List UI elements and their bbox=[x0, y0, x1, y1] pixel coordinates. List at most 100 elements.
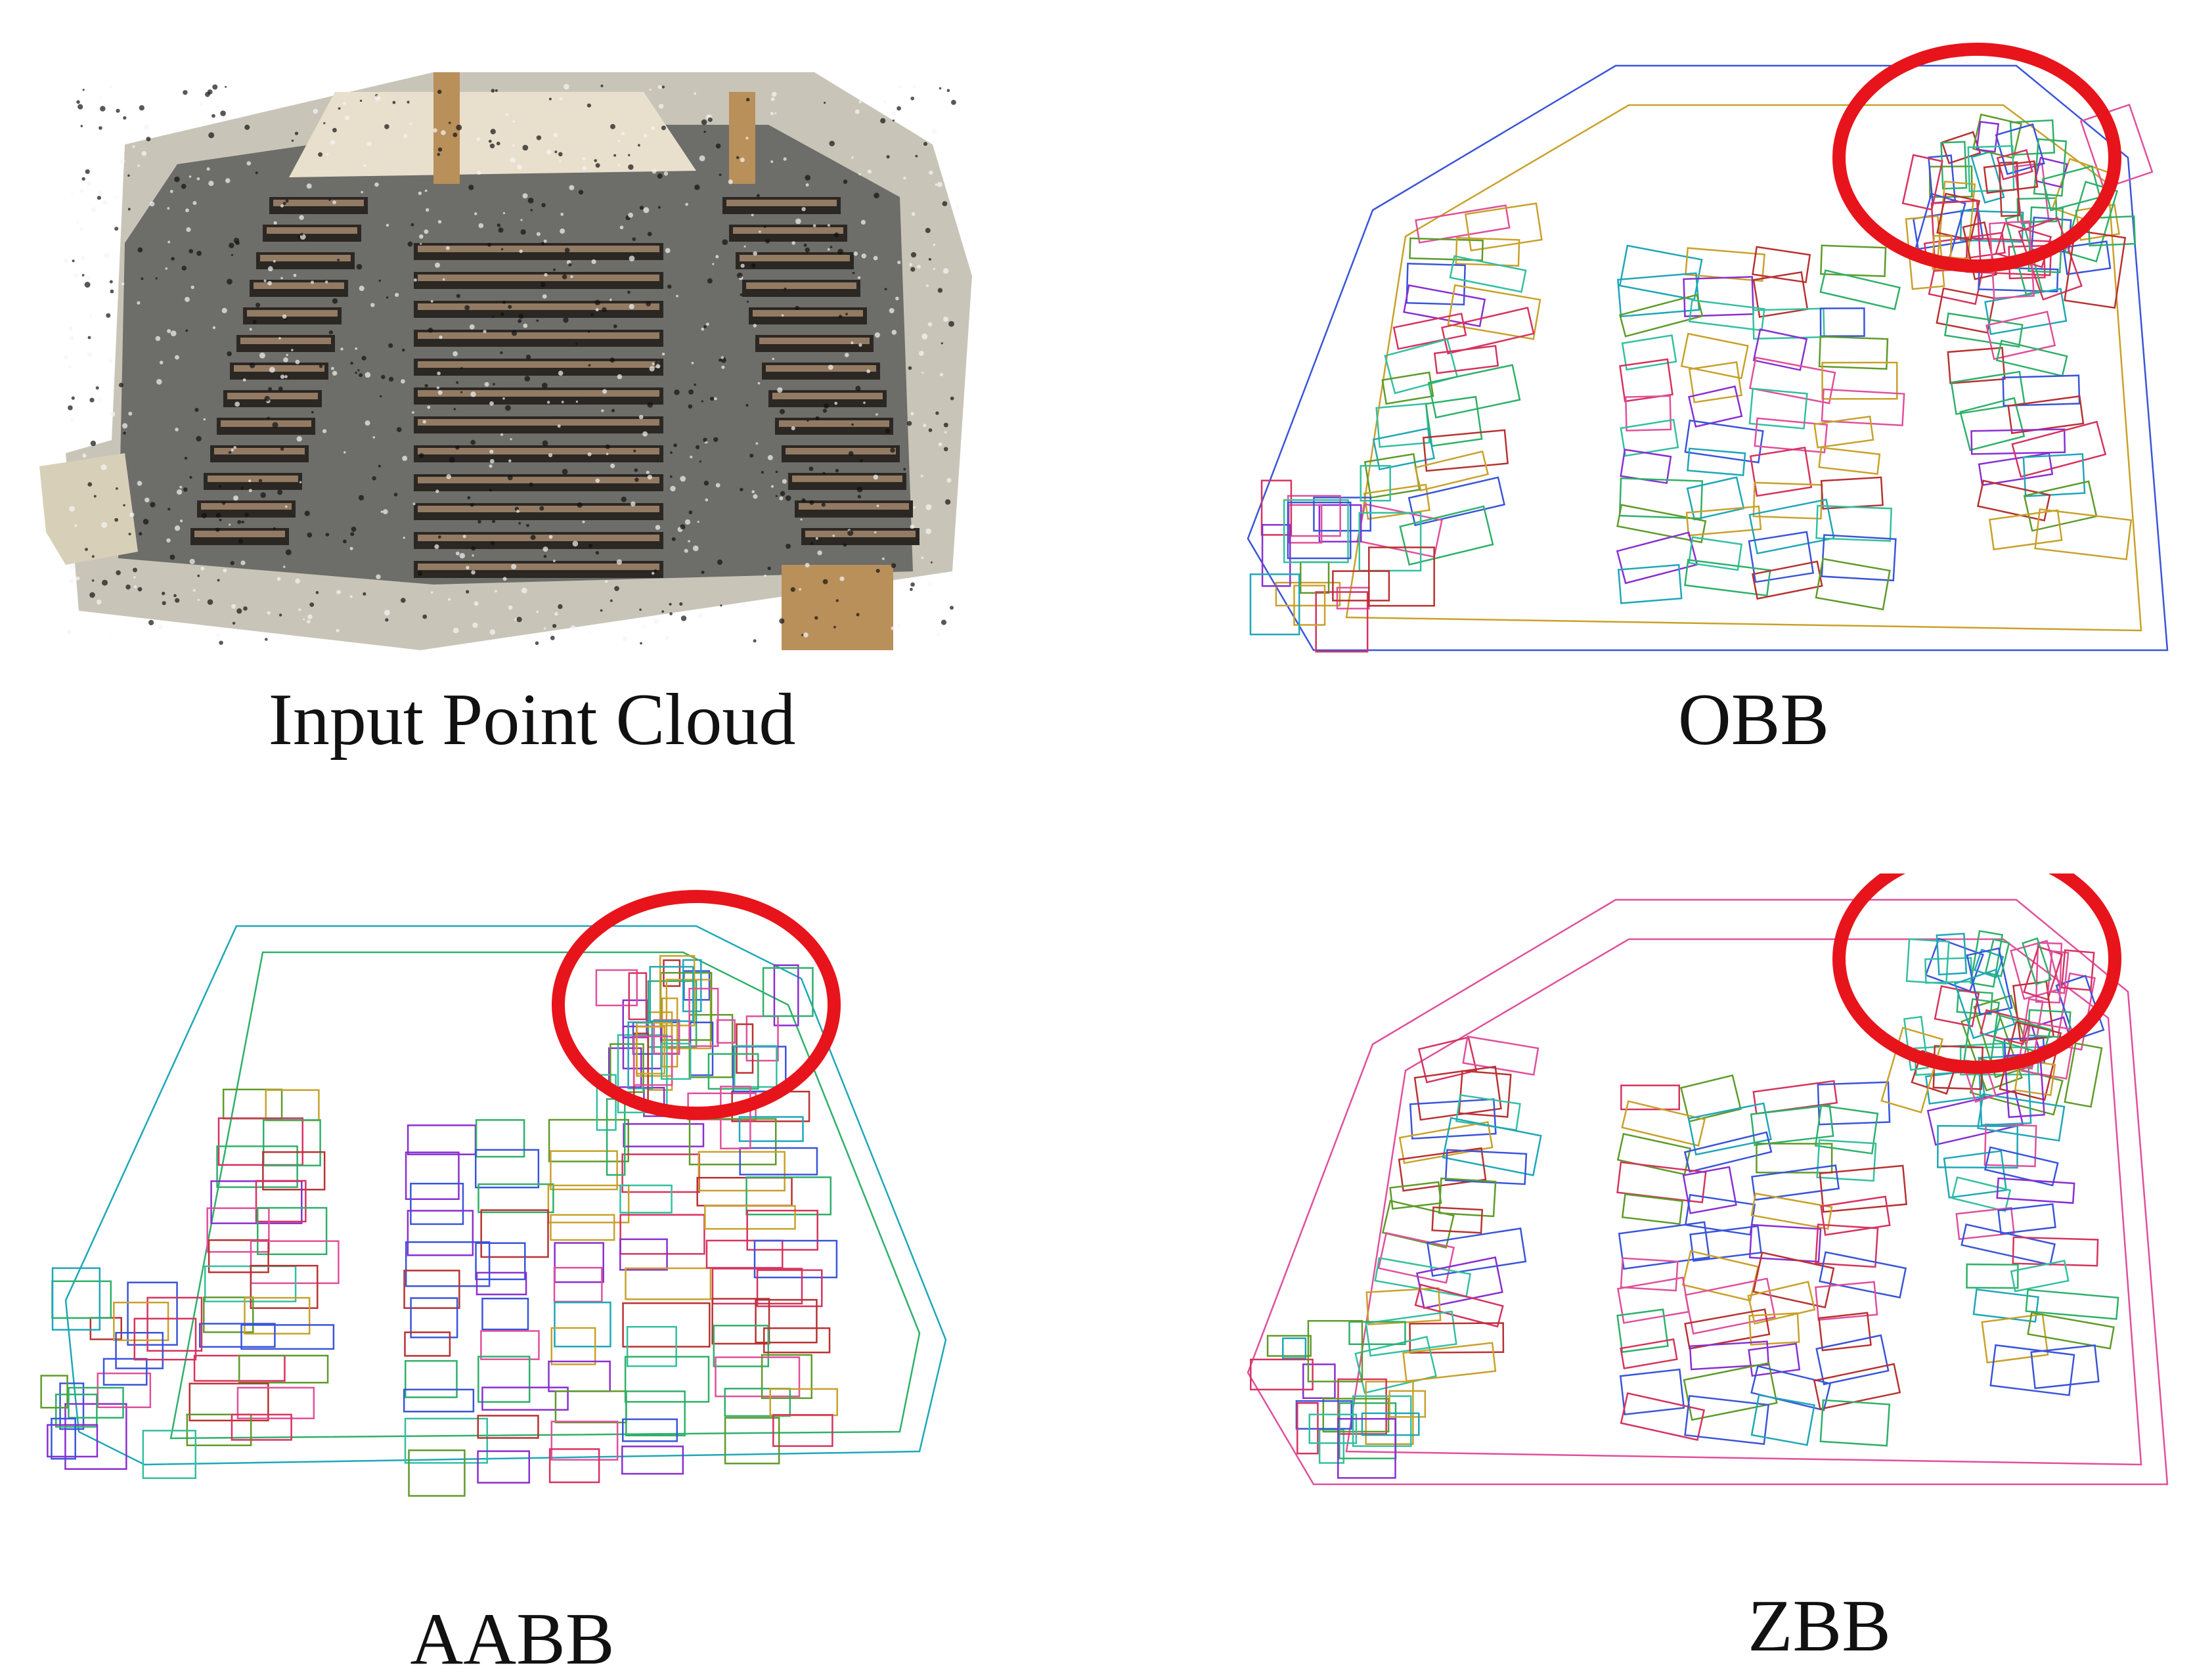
point bbox=[173, 594, 177, 598]
object-box bbox=[1438, 1177, 1497, 1218]
object-box bbox=[1688, 299, 1765, 332]
point bbox=[694, 92, 697, 95]
point bbox=[280, 204, 284, 208]
point bbox=[237, 519, 242, 524]
point bbox=[694, 383, 696, 386]
point bbox=[332, 127, 337, 133]
point bbox=[703, 480, 709, 486]
clutter-box bbox=[2010, 939, 2062, 1000]
clutter-box bbox=[660, 1042, 692, 1080]
point bbox=[122, 423, 128, 429]
object-box bbox=[772, 1414, 833, 1448]
point bbox=[376, 574, 381, 579]
point bbox=[267, 416, 270, 420]
object-box bbox=[621, 1153, 700, 1193]
point bbox=[484, 382, 489, 387]
point bbox=[674, 389, 680, 395]
point bbox=[222, 501, 226, 505]
point bbox=[207, 89, 213, 95]
point bbox=[197, 598, 200, 602]
chair-row-right-highlight bbox=[766, 365, 876, 372]
object-box bbox=[696, 1176, 793, 1206]
point bbox=[225, 178, 231, 183]
point bbox=[175, 355, 179, 360]
point bbox=[821, 502, 826, 507]
object-box bbox=[403, 1270, 460, 1309]
point bbox=[605, 580, 608, 583]
object-box bbox=[755, 1298, 818, 1344]
point bbox=[69, 336, 74, 341]
clutter-box bbox=[628, 972, 648, 1021]
point bbox=[775, 470, 778, 474]
point bbox=[132, 145, 135, 148]
annex-box bbox=[1250, 1358, 1314, 1391]
point bbox=[866, 369, 871, 374]
point bbox=[175, 598, 180, 603]
point bbox=[464, 305, 470, 311]
point bbox=[753, 251, 757, 256]
object-box bbox=[238, 1354, 329, 1384]
point bbox=[777, 387, 783, 393]
point bbox=[393, 493, 398, 497]
point bbox=[311, 280, 314, 284]
object-box bbox=[1409, 1322, 1505, 1354]
point bbox=[522, 144, 529, 151]
point bbox=[803, 632, 809, 638]
object-box bbox=[1417, 1036, 1478, 1084]
clutter-box bbox=[1924, 957, 1973, 984]
object-box bbox=[1819, 269, 1901, 311]
point bbox=[304, 510, 310, 516]
object-box bbox=[2025, 1289, 2119, 1320]
point bbox=[560, 212, 564, 216]
point bbox=[543, 239, 547, 243]
point bbox=[231, 604, 236, 609]
point bbox=[697, 520, 699, 523]
object-box bbox=[1748, 531, 1815, 583]
clutter-box bbox=[2041, 165, 2101, 211]
object-box bbox=[763, 1327, 831, 1354]
point bbox=[669, 602, 672, 606]
point bbox=[203, 418, 206, 421]
point bbox=[102, 200, 107, 205]
point bbox=[69, 506, 75, 512]
point bbox=[856, 486, 863, 493]
object-box bbox=[1384, 338, 1459, 395]
object-box bbox=[1620, 418, 1679, 457]
point bbox=[233, 495, 238, 501]
point bbox=[562, 468, 568, 475]
point bbox=[694, 185, 700, 190]
annex-box bbox=[68, 1386, 124, 1419]
clutter-box bbox=[1936, 933, 1968, 976]
point bbox=[409, 122, 412, 125]
point bbox=[622, 636, 628, 642]
object-box bbox=[2011, 420, 2107, 478]
object-box bbox=[1752, 1251, 1835, 1309]
point bbox=[616, 559, 623, 565]
point bbox=[502, 397, 505, 400]
object-box bbox=[622, 1302, 711, 1348]
point bbox=[120, 158, 125, 164]
point bbox=[714, 397, 717, 401]
point bbox=[215, 527, 220, 532]
point bbox=[502, 577, 507, 581]
point bbox=[110, 289, 114, 294]
point bbox=[855, 386, 861, 391]
object-box bbox=[622, 1418, 678, 1442]
point bbox=[684, 548, 688, 553]
point bbox=[829, 141, 835, 146]
object-box bbox=[1617, 272, 1700, 318]
point bbox=[91, 207, 97, 213]
point bbox=[772, 357, 774, 361]
point bbox=[167, 508, 171, 511]
panel-zbb bbox=[1222, 873, 2181, 1543]
clutter-box bbox=[1905, 938, 1950, 984]
point bbox=[490, 541, 495, 546]
point bbox=[657, 206, 661, 209]
point bbox=[283, 357, 288, 363]
chair-row-center-highlight bbox=[418, 361, 659, 368]
panel-obb bbox=[1222, 39, 2181, 670]
point bbox=[497, 223, 500, 227]
point bbox=[190, 285, 194, 290]
point bbox=[453, 627, 459, 634]
point bbox=[144, 497, 150, 502]
